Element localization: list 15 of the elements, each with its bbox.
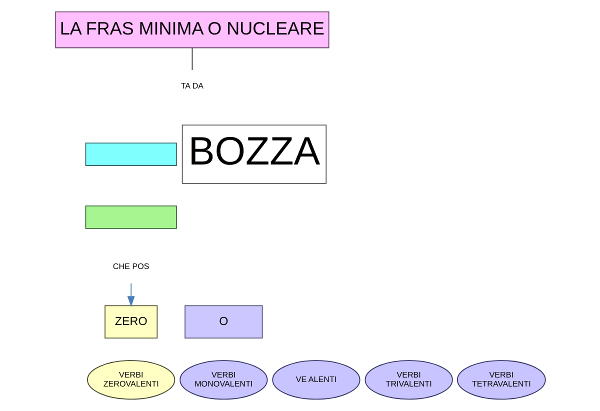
node-text: TA DA <box>180 81 204 90</box>
node-ellipse: VERBI ZEROVALENTI <box>86 360 175 400</box>
node-box: BOZZA <box>181 124 326 184</box>
node-ellipse: VE ALENTI <box>272 360 360 400</box>
arrow <box>126 282 134 307</box>
node-ellipse: VERBI TETRAVALENTI <box>456 360 546 400</box>
node-box: ZERO <box>104 305 158 339</box>
node-box <box>84 142 176 166</box>
node-ellipse: VERBI MONOVALENTI <box>179 360 268 400</box>
connector <box>191 48 192 70</box>
node-text: CHE POS <box>112 262 149 272</box>
node-ellipse: VERBI TRIVALENTI <box>364 360 452 400</box>
node-box <box>84 206 176 229</box>
node-box: LA FRAS MINIMA O NUCLEARE <box>54 11 329 48</box>
node-box: O <box>184 305 262 339</box>
